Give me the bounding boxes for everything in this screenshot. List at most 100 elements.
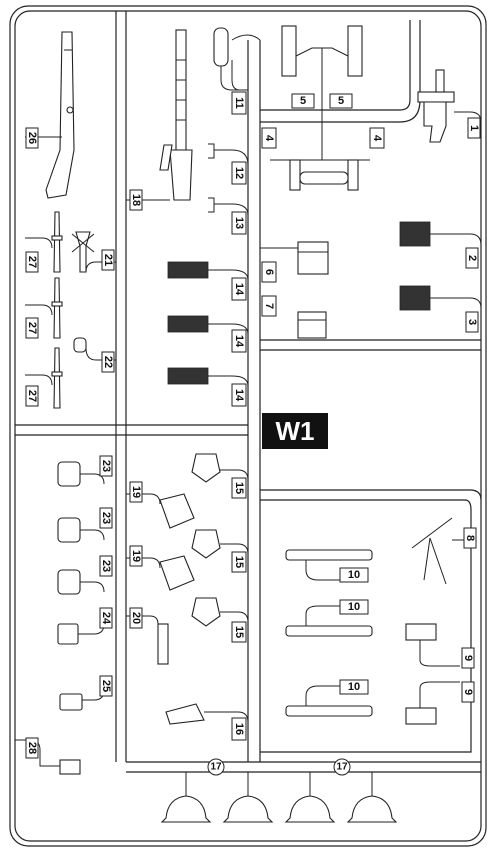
part-tag-15-c: 15 (220, 611, 249, 643)
gas-mask-canister-parts (57, 461, 83, 775)
tripod-legs-part (270, 25, 370, 191)
part-tag-9-b: 9 (419, 681, 475, 708)
svg-text:3: 3 (466, 319, 478, 325)
part-tag-14-a: 14 (208, 269, 249, 301)
part-tag-8: 8 (452, 527, 477, 549)
machine-gun-part (159, 29, 193, 201)
part-tag-23-b: 23 (80, 507, 113, 541)
svg-text:15: 15 (233, 482, 245, 494)
entrenching-tool-parts (191, 453, 221, 627)
svg-text:23: 23 (100, 460, 112, 472)
svg-text:17: 17 (210, 762, 222, 773)
part-tag-21: 21 (85, 249, 116, 273)
mag-pouch-parts (399, 221, 431, 311)
part-tag-18: 18 (126, 189, 170, 211)
svg-text:10: 10 (348, 569, 360, 581)
svg-text:19: 19 (130, 550, 142, 562)
mg-parts-10 (285, 549, 373, 717)
part-tag-24: 24 (78, 607, 113, 635)
ammo-box-part-6 (297, 241, 329, 275)
part-tag-15-b: 15 (220, 543, 249, 573)
helmet-parts (160, 772, 398, 823)
svg-text:22: 22 (102, 356, 114, 368)
part-tag-27-b: 27 (25, 304, 53, 339)
helmet-cover-parts (157, 493, 205, 725)
svg-text:5: 5 (300, 95, 306, 107)
svg-text:25: 25 (100, 680, 112, 692)
part-tag-19-a: 19 (126, 481, 161, 505)
svg-text:6: 6 (263, 269, 275, 275)
part-tag-4-a: 4 (261, 127, 277, 149)
part-tag-7: 7 (261, 295, 277, 317)
part-tag-12: 12 (214, 149, 249, 185)
svg-text:26: 26 (26, 132, 38, 144)
svg-text:4: 4 (371, 135, 383, 142)
part-tag-20: 20 (126, 607, 159, 629)
part-tag-22: 22 (85, 347, 116, 373)
bipod-small-part (71, 231, 95, 273)
clip-part-13 (208, 197, 215, 213)
part-tag-10-c: 10 (305, 679, 369, 706)
svg-text:24: 24 (100, 612, 112, 625)
svg-text:4: 4 (263, 135, 275, 142)
svg-text:27: 27 (26, 322, 38, 334)
submachine-gun-part (417, 69, 455, 143)
part-tag-17-b: 17 (333, 758, 351, 776)
clip-part-12 (208, 143, 215, 159)
ammo-box-part-7 (297, 311, 327, 339)
pouch-small-part (73, 337, 87, 353)
svg-text:15: 15 (233, 556, 245, 568)
svg-text:9: 9 (462, 689, 474, 695)
svg-text:27: 27 (26, 256, 38, 268)
part-tag-5-a: 5 (291, 93, 315, 109)
ammo-drum-part (213, 27, 229, 67)
part-tag-14-b: 14 (208, 323, 249, 353)
ammo-belt-parts (167, 261, 209, 385)
svg-text:13: 13 (233, 217, 245, 229)
svg-text:9: 9 (462, 655, 474, 661)
part-tag-5-b: 5 (329, 93, 353, 109)
part-tag-16: 16 (204, 711, 249, 741)
svg-text:21: 21 (102, 254, 114, 266)
svg-text:8: 8 (464, 535, 476, 541)
part-tag-11: 11 (220, 66, 248, 115)
part-tag-25: 25 (82, 675, 113, 701)
part-tag-4-b: 4 (369, 127, 385, 149)
svg-text:20: 20 (130, 612, 142, 624)
svg-text:14: 14 (233, 335, 245, 348)
part-tag-6: 6 (260, 247, 298, 283)
svg-text:12: 12 (233, 167, 245, 179)
rifle-part (45, 31, 75, 199)
svg-text:10: 10 (348, 681, 360, 693)
part-tag-14-c: 14 (208, 375, 249, 407)
svg-text:23: 23 (100, 512, 112, 524)
part-tag-10-b: 10 (305, 599, 369, 626)
svg-text:27: 27 (26, 390, 38, 402)
sprue-code-text: W1 (276, 416, 315, 446)
part-tag-1: 1 (454, 111, 482, 139)
svg-text:18: 18 (130, 194, 142, 206)
part-tag-15-a: 15 (220, 469, 249, 499)
part-tag-28: 28 (15, 737, 60, 767)
svg-text:5: 5 (338, 95, 344, 107)
svg-text:23: 23 (100, 560, 112, 572)
mg-mount-part-8 (411, 517, 453, 585)
part-tag-17-a: 17 (207, 758, 225, 776)
part-tag-27-a: 27 (25, 237, 53, 273)
svg-text:28: 28 (26, 742, 38, 754)
svg-text:14: 14 (233, 389, 245, 402)
part-tag-27-c: 27 (25, 374, 53, 407)
grenade-bundle-parts (405, 623, 437, 725)
svg-text:19: 19 (130, 486, 142, 498)
part-tag-10-a: 10 (305, 560, 369, 583)
part-tag-19-b: 19 (126, 545, 161, 569)
svg-text:14: 14 (233, 283, 245, 296)
svg-text:7: 7 (263, 303, 275, 309)
part-tag-9-a: 9 (419, 640, 475, 669)
part-tag-3: 3 (430, 297, 482, 333)
part-tag-2: 2 (430, 233, 482, 269)
svg-text:10: 10 (348, 601, 360, 613)
svg-text:16: 16 (233, 723, 245, 735)
svg-text:11: 11 (233, 97, 245, 109)
